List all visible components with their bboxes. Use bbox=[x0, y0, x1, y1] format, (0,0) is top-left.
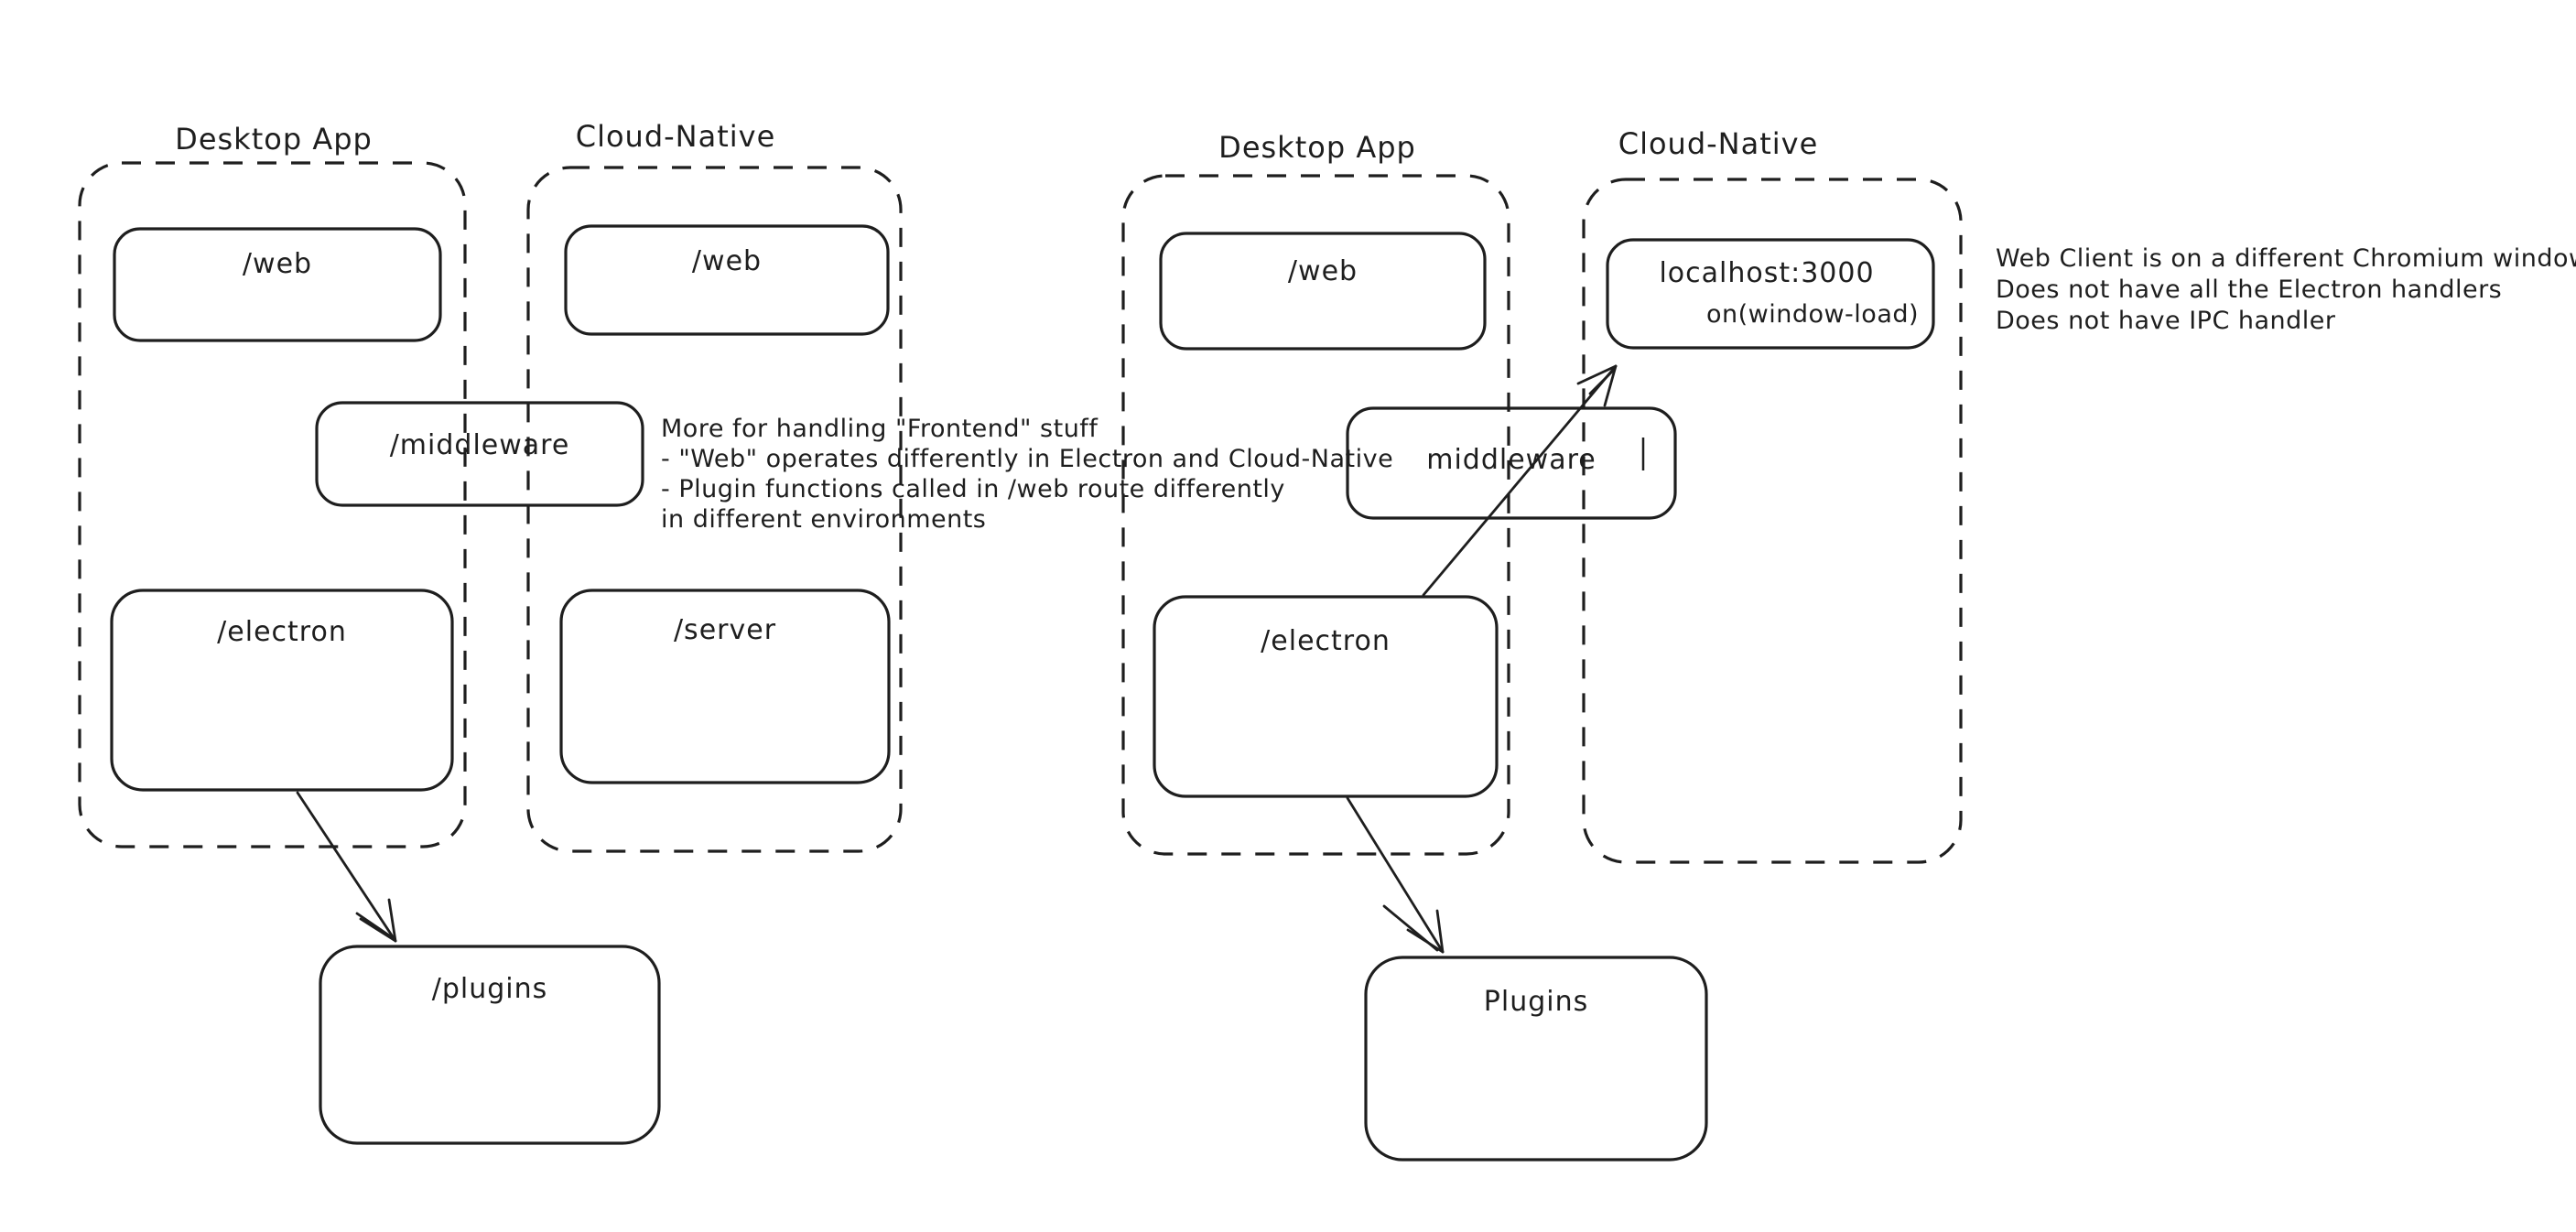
arrowhead bbox=[1576, 364, 1618, 385]
note-line-3: Does not have IPC handler bbox=[1996, 307, 2336, 335]
box-label: /server bbox=[674, 614, 776, 646]
window-load-label: on(window-load) bbox=[1706, 300, 1919, 329]
section-label-desktop-left: Desktop App bbox=[175, 122, 373, 157]
green-note: More for handling "Frontend" stuff - "We… bbox=[661, 415, 1393, 534]
box-rect bbox=[1159, 232, 1487, 351]
box-web-cloud-left: /web bbox=[564, 224, 890, 336]
box-plugins-left: /plugins bbox=[319, 945, 661, 1145]
box-electron-right: /electron bbox=[1153, 595, 1499, 798]
box-middleware-left: /middleware bbox=[315, 401, 644, 507]
arrowhead-double bbox=[1588, 368, 1616, 395]
arrow-line bbox=[1422, 364, 1618, 597]
box-server-left: /server bbox=[559, 589, 891, 784]
box-rect bbox=[1364, 956, 1708, 1162]
box-web-desktop-left: /web bbox=[113, 227, 442, 342]
arrowhead bbox=[1435, 909, 1445, 954]
arrowhead bbox=[1406, 928, 1445, 954]
arrowhead bbox=[387, 898, 397, 943]
box-rect bbox=[564, 224, 890, 336]
box-label: /web bbox=[1288, 255, 1358, 287]
box-web-desktop-right: /web bbox=[1159, 232, 1487, 351]
arrowhead bbox=[359, 917, 397, 943]
box-electron-left: /electron bbox=[110, 589, 454, 792]
box-rect bbox=[319, 945, 661, 1145]
container-cloud-left bbox=[526, 166, 903, 853]
arrow-electron-to-plugins-right bbox=[1346, 796, 1445, 954]
arrow-electron-to-localhost bbox=[1422, 364, 1618, 597]
box-label: middleware bbox=[1426, 444, 1596, 476]
box-rect bbox=[315, 401, 644, 507]
box-label: /electron bbox=[1261, 625, 1391, 657]
arrow-line bbox=[296, 791, 397, 943]
note-line-1: Web Client is on a different Chromium wi… bbox=[1996, 244, 2576, 273]
arrow-line-double bbox=[355, 912, 394, 939]
note-line-4: in different environments bbox=[661, 505, 986, 534]
note-line-2: - "Web" operates differently in Electron… bbox=[661, 445, 1393, 473]
box-label: /web bbox=[243, 248, 312, 280]
section-label-cloud-left: Cloud-Native bbox=[576, 119, 776, 154]
note-line-1: More for handling "Frontend" stuff bbox=[661, 415, 1099, 443]
box-label: /electron bbox=[217, 616, 347, 648]
arrow-electron-to-plugins-left bbox=[296, 791, 397, 943]
note-line-3: - Plugin functions called in /web route … bbox=[661, 475, 1285, 503]
box-rect bbox=[1606, 238, 1935, 350]
container-cloud-right bbox=[1582, 178, 1963, 864]
box-rect bbox=[110, 589, 454, 792]
box-label: /web bbox=[692, 245, 762, 277]
box-rect bbox=[559, 589, 891, 784]
box-rect bbox=[1153, 595, 1499, 798]
box-label: /plugins bbox=[432, 973, 548, 1005]
red-note: Web Client is on a different Chromium wi… bbox=[1996, 244, 2576, 335]
section-label-cloud-right: Cloud-Native bbox=[1618, 126, 1819, 161]
right-diagram: Desktop App Cloud-Native /web localhost:… bbox=[1121, 126, 2576, 1162]
box-plugins-right: Plugins bbox=[1364, 956, 1708, 1162]
box-label: Plugins bbox=[1484, 986, 1588, 1018]
box-localhost-3000: localhost:3000 on(window-load) bbox=[1606, 238, 1935, 350]
box-rect bbox=[113, 227, 442, 342]
box-label: /middleware bbox=[390, 429, 570, 461]
box-middleware-right: middleware bbox=[1346, 406, 1677, 520]
box-rect bbox=[1346, 406, 1677, 520]
left-diagram: Desktop App Cloud-Native /web /web /midd… bbox=[78, 119, 1393, 1145]
container-desktop-right bbox=[1121, 174, 1510, 856]
arrowhead bbox=[1603, 364, 1618, 407]
note-line-2: Does not have all the Electron handlers bbox=[1996, 276, 2502, 304]
box-label: localhost:3000 bbox=[1659, 257, 1874, 289]
section-label-desktop-right: Desktop App bbox=[1218, 130, 1416, 165]
container-desktop-left bbox=[78, 161, 467, 848]
arrow-line bbox=[1346, 796, 1445, 954]
